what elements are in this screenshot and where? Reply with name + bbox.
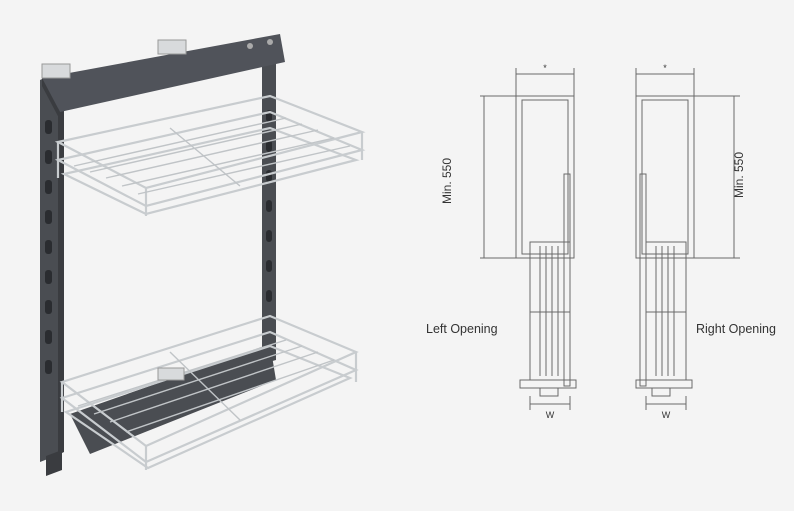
left-opening-drawing: * W (480, 63, 577, 420)
basket-unit-illustration (40, 34, 366, 476)
right-height-label: Min. 550 (732, 151, 746, 198)
right-opening-drawing: * W (635, 63, 740, 420)
left-height-label: Min. 550 (440, 157, 454, 204)
left-width-label: W (546, 410, 555, 420)
right-width-label: W (662, 410, 671, 420)
left-opening-label: Left Opening (426, 322, 498, 336)
right-top-dim-label: * (663, 63, 667, 73)
left-top-dim-label: * (543, 63, 547, 73)
right-opening-label: Right Opening (696, 322, 776, 336)
